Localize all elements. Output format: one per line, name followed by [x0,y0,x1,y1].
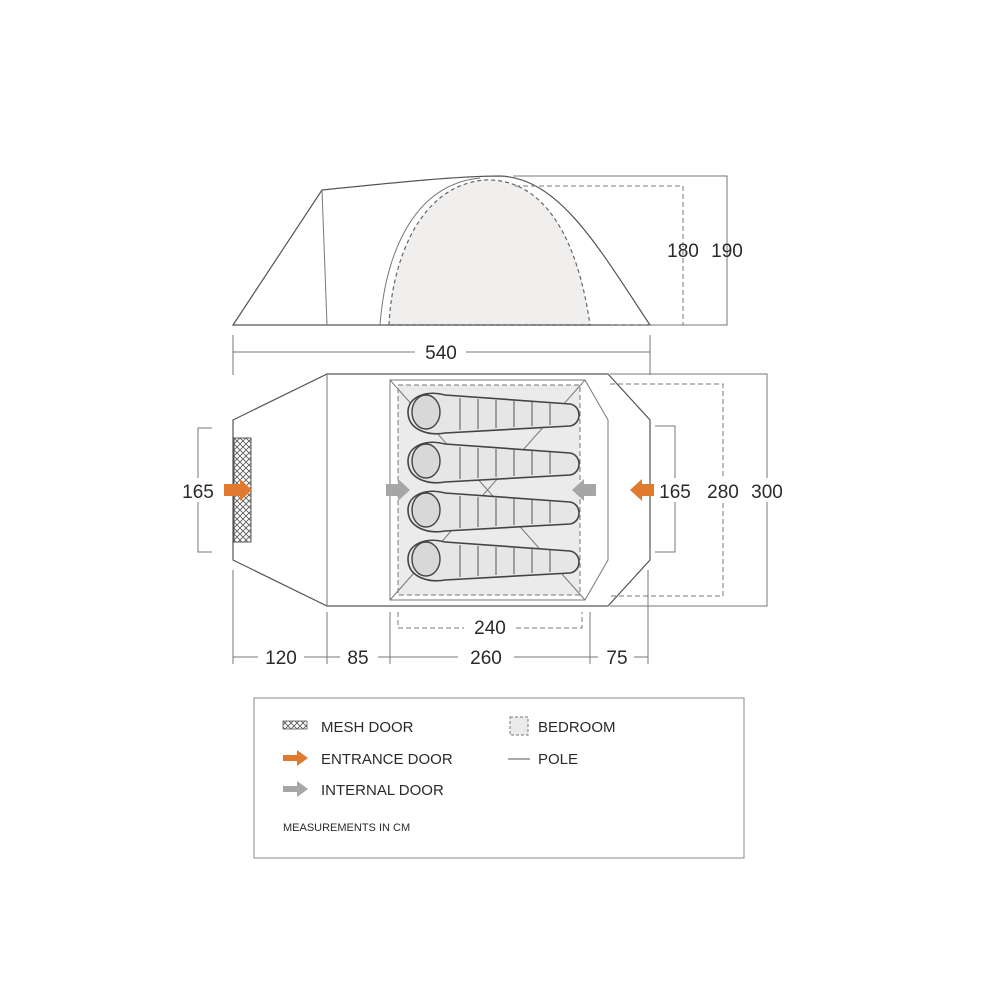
legend-item-entrance-door: ENTRANCE DOOR [283,750,453,768]
entrance-arrow-icon [283,750,308,766]
side-view: 180 190 [231,175,743,326]
bottom-dimension-chain: 120 85 260 75 [232,570,649,669]
overall-length-dimension: 540 [232,335,651,375]
mesh-door-icon [282,720,308,730]
label-inner-height: 180 [667,241,699,262]
legend-item-internal-door: INTERNAL DOOR [283,781,444,799]
label-door-width-right: 165 [659,482,691,503]
label-inner-width: 280 [707,482,739,503]
svg-text:MESH DOOR: MESH DOOR [321,719,414,736]
sleeping-bag [407,392,580,435]
entrance-door-arrow-right [630,479,654,501]
plan-outline [232,373,651,607]
internal-arrow-icon [283,781,308,797]
legend-item-bedroom: BEDROOM [509,716,616,736]
label-overall-length: 540 [425,343,457,364]
dim-line-inner-height [515,185,684,326]
label-seg-living: 85 [347,648,368,669]
entrance-door-arrow-left [224,479,252,501]
bedroom-swatch-icon [509,716,529,736]
legend-item-mesh-door: MESH DOOR [282,719,414,736]
label-door-width-left: 165 [182,482,214,503]
svg-text:INTERNAL DOOR: INTERNAL DOOR [321,782,444,799]
legend-item-pole: POLE [508,751,578,768]
side-view-outline [231,175,652,326]
sleeping-bag [407,441,580,484]
svg-text:POLE: POLE [538,751,578,768]
plan-view: 165 165 280 300 240 120 85 [182,373,783,669]
dim-line-outer-height [513,175,728,326]
legend: MESH DOOR ENTRANCE DOOR INTERNAL DOOR ME… [253,697,745,859]
sleeping-bag [407,539,580,582]
dim-line-bedroom-length [397,612,583,629]
label-bedroom-length: 240 [474,618,506,639]
legend-note: MEASUREMENTS IN CM [283,822,410,834]
side-view-dome [388,179,591,326]
svg-text:BEDROOM: BEDROOM [538,719,616,736]
sleeping-bag [407,490,580,533]
label-seg-rear: 75 [606,648,627,669]
internal-door-arrow-right [572,479,596,501]
svg-text:ENTRANCE DOOR: ENTRANCE DOOR [321,751,453,768]
legend-box [253,697,745,859]
internal-door-arrow-left [386,479,410,501]
side-view-pole [321,177,481,326]
label-outer-height: 190 [711,241,743,262]
label-seg-bedroom: 260 [470,648,502,669]
label-outer-width: 300 [751,482,783,503]
label-seg-porch: 120 [265,648,297,669]
